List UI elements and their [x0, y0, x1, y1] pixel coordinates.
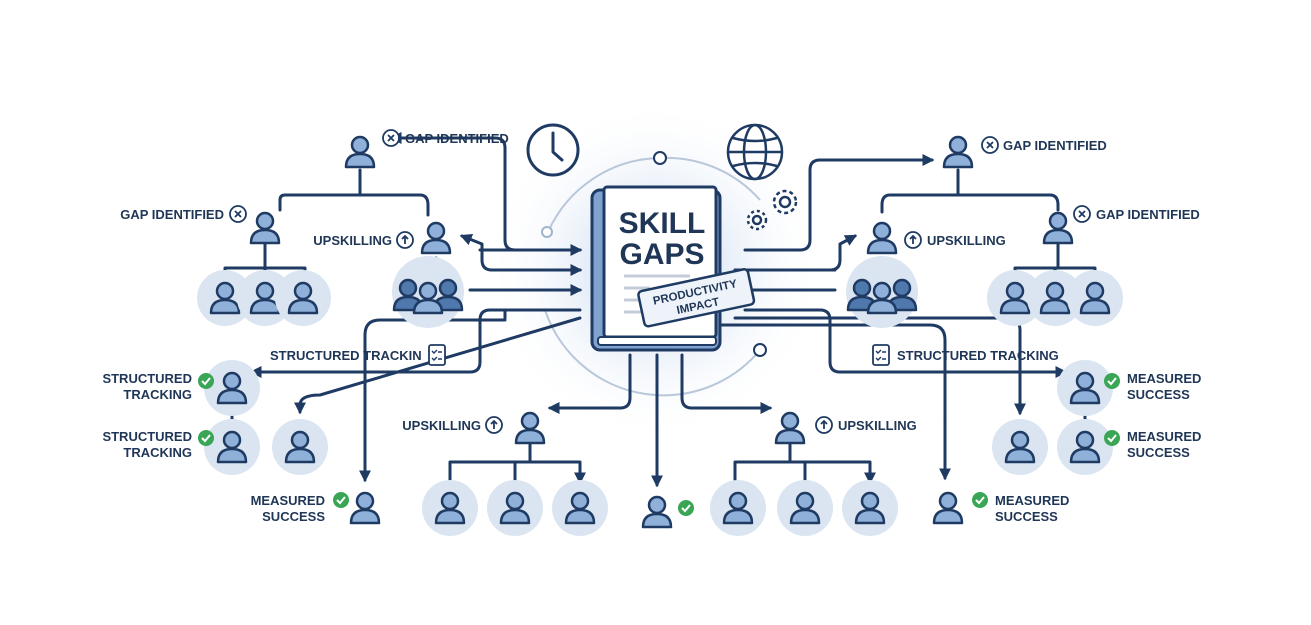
check-icon: [678, 500, 694, 516]
person-icon: [349, 491, 381, 525]
label-measured-success: MEASURED: [1127, 429, 1201, 444]
label-measured-success: SUCCESS: [262, 509, 325, 524]
person-icon: [942, 135, 974, 169]
person-icon: [866, 221, 898, 255]
person-icon: [1027, 270, 1083, 326]
orbit-arc: [544, 309, 761, 397]
label-structured-tracking: TRACKING: [123, 387, 192, 402]
person-icon: [1042, 211, 1074, 245]
person-icon: [777, 480, 833, 536]
x-circle-icon: [1073, 205, 1091, 223]
arrow-up-circle-icon: [815, 416, 833, 434]
person-icon: [204, 419, 260, 475]
person-icon: [275, 270, 331, 326]
person-icon: [514, 411, 546, 445]
person-icon: [866, 281, 898, 315]
person-icon: [641, 495, 673, 529]
clipboard-checklist-icon: [428, 344, 446, 366]
label-gap-identified: GAP IDENTIFIED: [1003, 138, 1107, 153]
check-icon: [1104, 430, 1120, 446]
label-measured-success: MEASURED: [995, 493, 1069, 508]
person-icon: [552, 480, 608, 536]
person-icon: [932, 491, 964, 525]
orbit-node: [653, 151, 667, 165]
orbit-node: [541, 226, 553, 238]
person-icon: [710, 480, 766, 536]
person-icon: [992, 419, 1048, 475]
skill-gaps-book: SKILL GAPS PRODUCTIVITY IMPACT: [590, 185, 756, 352]
person-icon: [1057, 419, 1113, 475]
person-icon: [774, 411, 806, 445]
label-measured-success: SUCCESS: [995, 509, 1058, 524]
person-icon: [197, 270, 253, 326]
label-structured-tracking: STRUCTURED: [102, 371, 192, 386]
person-icon: [842, 480, 898, 536]
labels: GAP IDENTIFIED GAP IDENTIFIED UPSKILLING…: [102, 131, 1201, 524]
book-title-line2: GAPS: [619, 238, 704, 271]
label-gap-identified: GAP IDENTIFIED: [405, 131, 509, 146]
orbit-node: [753, 343, 767, 357]
x-circle-icon: [382, 129, 400, 147]
check-icon: [972, 492, 988, 508]
label-measured-success: SUCCESS: [1127, 387, 1190, 402]
label-measured-success: MEASURED: [1127, 371, 1201, 386]
label-upskilling: UPSKILLING: [313, 233, 392, 248]
label-structured-tracking: TRACKING: [123, 445, 192, 460]
globe-icon: [726, 123, 784, 181]
person-icon: [1067, 270, 1123, 326]
person-icon: [344, 135, 376, 169]
x-circle-icon: [981, 136, 999, 154]
label-gap-identified: GAP IDENTIFIED: [1096, 207, 1200, 222]
label-upskilling: UPSKILLING: [838, 418, 917, 433]
person-icon: [987, 270, 1043, 326]
person-icon: [422, 480, 478, 536]
arrow-up-circle-icon: [904, 231, 922, 249]
person-icon: [204, 360, 260, 416]
clock-icon: [526, 123, 580, 177]
label-gap-identified: GAP IDENTIFIED: [120, 207, 224, 222]
x-circle-icon: [229, 205, 247, 223]
label-structured-tracking: STRUCTURED TRACKING: [897, 348, 1059, 363]
label-measured-success: MEASURED: [251, 493, 325, 508]
person-icon: [249, 211, 281, 245]
check-icon: [333, 492, 349, 508]
gears-icon: [746, 189, 798, 231]
label-structured-tracking: STRUCTURED TRACKIN: [270, 348, 422, 363]
person-icon: [420, 221, 452, 255]
check-icon: [198, 430, 214, 446]
label-structured-tracking: STRUCTURED: [102, 429, 192, 444]
check-icon: [198, 373, 214, 389]
label-upskilling: UPSKILLING: [927, 233, 1006, 248]
book-title-line1: SKILL: [619, 207, 706, 240]
label-upskilling: UPSKILLING: [402, 418, 481, 433]
check-icon: [1104, 373, 1120, 389]
person-icon: [487, 480, 543, 536]
clipboard-checklist-icon: [872, 344, 890, 366]
person-icon: [1057, 360, 1113, 416]
person-icon: [272, 419, 328, 475]
arrow-up-circle-icon: [485, 416, 503, 434]
label-measured-success: SUCCESS: [1127, 445, 1190, 460]
arrow-up-circle-icon: [396, 231, 414, 249]
person-icon: [412, 281, 444, 315]
